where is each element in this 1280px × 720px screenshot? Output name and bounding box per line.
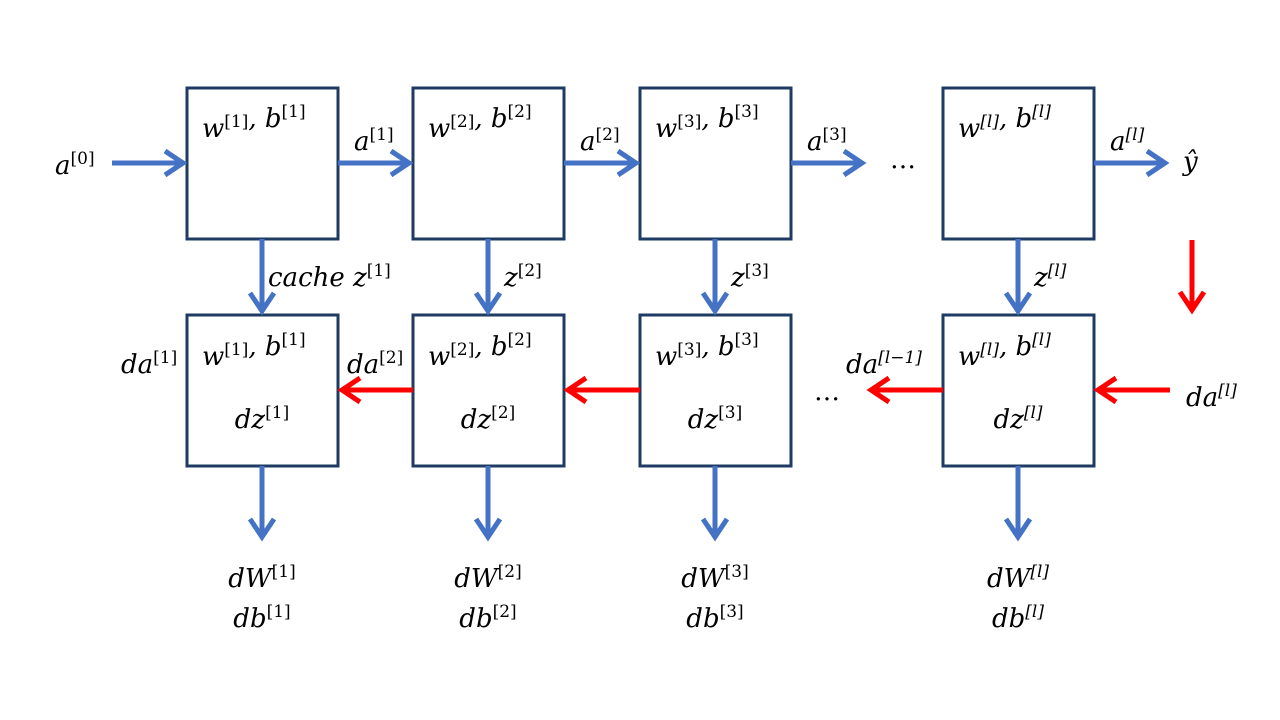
gradient-db-2: db[2] bbox=[459, 602, 516, 634]
gradient-dW-1: dW[1] bbox=[228, 562, 295, 594]
forward-box-2 bbox=[411, 86, 566, 241]
backward-dz-3: dz[3] bbox=[688, 403, 742, 435]
backward-params-l: w[l], b[l] bbox=[958, 330, 1051, 372]
cache-label-3: z[3] bbox=[730, 261, 769, 293]
gradient-arrow-l bbox=[1003, 466, 1033, 542]
forward-params-1: w[1], b[1] bbox=[202, 102, 306, 144]
labels-layer: w[1], b[1] w[1], b[1] dz[1] a[1] cache z[1] d… bbox=[55, 102, 1237, 634]
backward-params-3: w[3], b[3] bbox=[655, 330, 759, 372]
forward-params-l: w[l], b[l] bbox=[958, 102, 1051, 144]
backward-arrow-in bbox=[1093, 375, 1170, 405]
gradient-arrow-3 bbox=[700, 466, 730, 542]
forward-ellipsis: … bbox=[890, 145, 916, 175]
backward-arrow-l-out bbox=[866, 375, 943, 405]
backward-dz-2: dz[2] bbox=[461, 403, 515, 435]
gradient-dW-3: dW[3] bbox=[681, 562, 748, 594]
forward-arrow-2-3 bbox=[564, 148, 641, 178]
gradient-dW-l: dW[l] bbox=[987, 562, 1049, 594]
forward-output-3: a[3] bbox=[807, 125, 847, 157]
backward-start-arrow bbox=[1177, 240, 1207, 315]
forward-arrow-l-out bbox=[1094, 148, 1170, 178]
cache-label-l: z[l] bbox=[1033, 261, 1067, 293]
forward-arrow-3-out bbox=[791, 148, 867, 178]
backward-params-1: w[1], b[1] bbox=[202, 330, 306, 372]
forward-output-l: a[l] bbox=[1110, 125, 1145, 157]
backward-output-l: da[l−1] bbox=[846, 348, 922, 380]
input-label: a[0] bbox=[55, 149, 95, 181]
forward-box-3 bbox=[638, 86, 793, 241]
backward-input-label: da[l] bbox=[1186, 381, 1237, 413]
forward-arrow-1-2 bbox=[338, 148, 414, 178]
backward-params-2: w[2], b[2] bbox=[428, 330, 532, 372]
gradient-arrow-1 bbox=[247, 466, 277, 542]
backward-output-2: da[2] bbox=[347, 348, 403, 380]
backward-arrow-3-2 bbox=[563, 375, 640, 405]
gradient-db-1: db[1] bbox=[233, 602, 290, 634]
gradient-dW-2: dW[2] bbox=[454, 562, 521, 594]
cache-arrow-2 bbox=[473, 239, 503, 316]
forward-output-2: a[2] bbox=[580, 125, 620, 157]
gradient-arrow-2 bbox=[473, 466, 503, 542]
prediction-label: ŷ bbox=[1182, 147, 1198, 177]
cache-arrow-l bbox=[1003, 239, 1033, 316]
backward-dz-l: dz[l] bbox=[993, 403, 1042, 435]
gradient-db-l: db[l] bbox=[992, 602, 1044, 634]
backward-dz-1: dz[1] bbox=[235, 403, 289, 435]
cache-label-1: cache z[1] bbox=[268, 261, 391, 293]
cache-label-2: z[2] bbox=[503, 261, 542, 293]
forward-params-2: w[2], b[2] bbox=[428, 102, 532, 144]
backward-arrow-2-1 bbox=[337, 375, 413, 405]
backward-ellipsis: … bbox=[814, 377, 840, 407]
forward-params-3: w[3], b[3] bbox=[655, 102, 759, 144]
forward-arrow-input bbox=[112, 148, 188, 178]
forward-box-1 bbox=[185, 86, 340, 241]
forward-output-1: a[1] bbox=[354, 125, 394, 157]
gradient-db-3: db[3] bbox=[686, 602, 743, 634]
cache-arrow-3 bbox=[700, 239, 730, 316]
backward-output-1: da[1] bbox=[121, 348, 177, 380]
cache-arrow-1 bbox=[247, 239, 277, 316]
